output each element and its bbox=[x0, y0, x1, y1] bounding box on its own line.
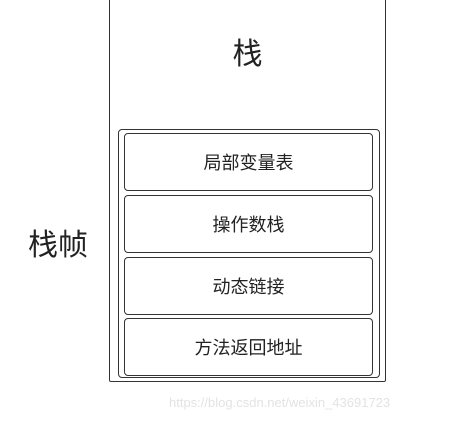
stack-title: 栈 bbox=[232, 37, 263, 72]
frame-entry-local-variables: 局部变量表 bbox=[124, 133, 373, 191]
frame-entry-return-address: 方法返回地址 bbox=[124, 318, 373, 376]
stack-frame-box: 局部变量表 操作数栈 动态链接 方法返回地址 bbox=[118, 129, 380, 378]
watermark-text: https://blog.csdn.net/weixin_43691723 bbox=[169, 395, 391, 410]
frame-entry-dynamic-linking: 动态链接 bbox=[124, 257, 373, 315]
frame-label: 栈帧 bbox=[28, 228, 88, 263]
frame-entry-operand-stack: 操作数栈 bbox=[124, 195, 373, 253]
